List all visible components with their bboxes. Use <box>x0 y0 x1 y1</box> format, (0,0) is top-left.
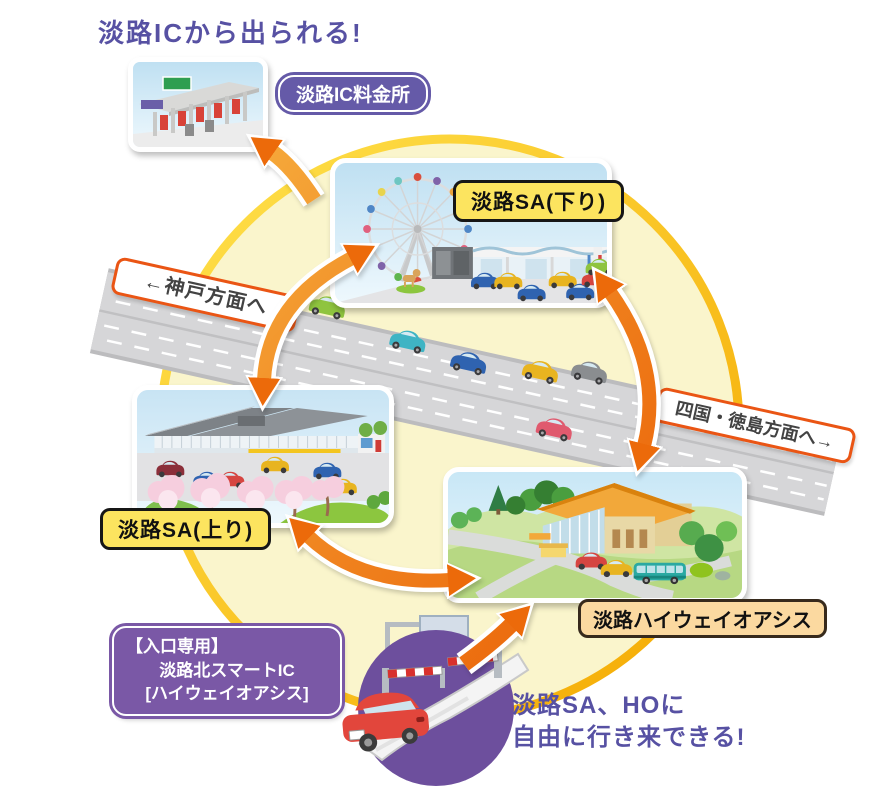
car-icon <box>389 330 426 354</box>
smart-ic-line1: 【入口専用】 <box>126 636 228 656</box>
car-icon <box>521 360 558 384</box>
free-access-note: 淡路SA、HOに 自由に行き来できる! <box>512 690 746 755</box>
parked-cars <box>156 456 357 496</box>
toll-gate-card <box>128 57 268 152</box>
car-icon <box>575 552 607 570</box>
red-car-icon <box>342 692 430 752</box>
car-icon <box>449 352 487 376</box>
oasis-building <box>529 483 696 558</box>
smart-ic-gate-illustration <box>342 615 530 786</box>
sa-kudari-label: 淡路SA(下り) <box>453 180 625 222</box>
toll-gate-illustration <box>133 62 263 147</box>
cherry-blossom-trees <box>147 473 345 521</box>
sa-building <box>432 246 607 279</box>
smart-ic-line3: [ハイウェイオアシス] <box>145 684 309 704</box>
oasis-label: 淡路ハイウェイオアシス <box>578 599 827 638</box>
smart-ic-line2: 淡路北スマートIC <box>159 660 295 680</box>
sa-nobori-card <box>132 385 394 528</box>
smart-ic-infobox: 【入口専用】 淡路北スマートIC [ハイウェイオアシス] <box>112 626 342 716</box>
sa-nobori-illustration <box>137 390 389 523</box>
sa-nobori-label: 淡路SA(上り) <box>100 508 272 550</box>
car-icon <box>535 418 572 442</box>
smart-ic-gate <box>330 612 530 786</box>
car-icon <box>600 559 633 578</box>
toll-badge: 淡路IC料金所 <box>278 75 429 112</box>
oasis-illustration <box>448 472 742 598</box>
oasis-card <box>443 467 747 603</box>
bus-icon <box>633 562 686 585</box>
note-line2: 自由に行き来できる! <box>512 724 746 752</box>
page-title: 淡路ICから出られる! <box>98 18 363 48</box>
note-line1: 淡路SA、HOに <box>512 692 686 719</box>
dog-icon <box>396 269 426 294</box>
